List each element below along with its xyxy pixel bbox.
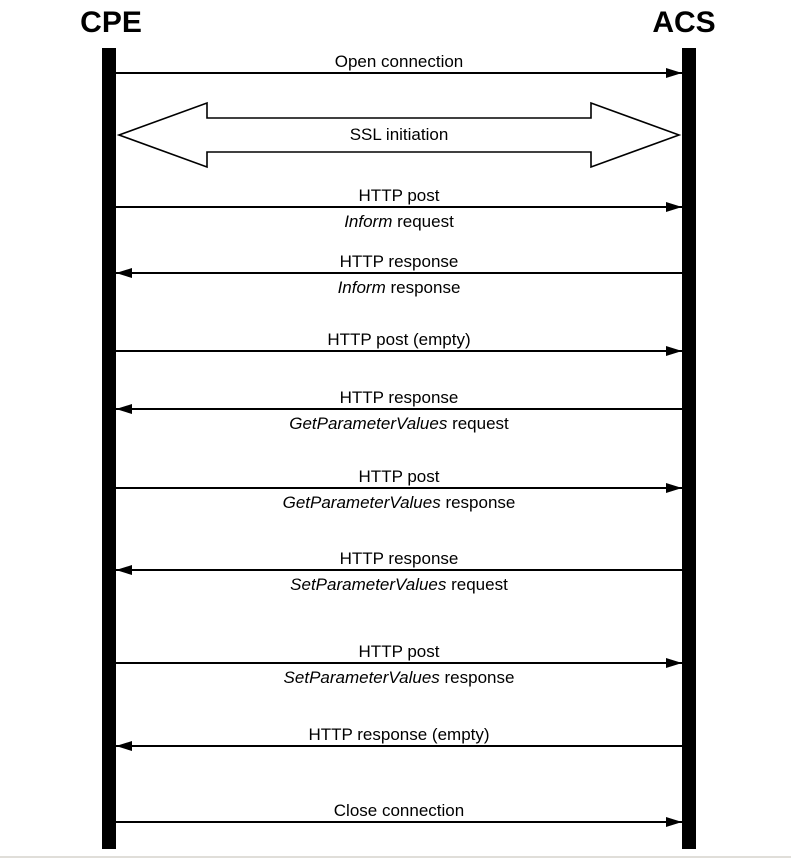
message-label: HTTP post [358,467,440,486]
arrowhead-icon [666,817,682,827]
arrowhead-icon [666,658,682,668]
double-arrow-icon [116,101,682,169]
message-line [116,272,682,274]
arrowhead-icon [116,404,132,414]
lifeline-cpe [102,48,116,849]
lifeline-acs [682,48,696,849]
message-sublabel: SetParameterValues response [283,668,515,687]
message-line [116,569,682,571]
message-label: Open connection [334,52,464,71]
arrowhead-icon [116,565,132,575]
bottom-divider [0,856,791,858]
message-label: HTTP response [339,388,459,407]
arrowhead-icon [666,346,682,356]
message-line [116,72,682,74]
message-label: Close connection [333,801,465,820]
actor-label-cpe: CPE [80,6,142,39]
message-label: HTTP post [358,642,440,661]
message-line [116,350,682,352]
arrowhead-icon [116,741,132,751]
message-line [116,206,682,208]
double-arrow-label: SSL initiation [349,125,449,144]
message-sublabel: GetParameterValues response [282,493,516,512]
actor-label-acs: ACS [652,6,716,39]
message-label: HTTP post (empty) [327,330,471,349]
arrowhead-icon [666,202,682,212]
message-sublabel: Inform response [337,278,461,297]
message-label: HTTP response [339,252,459,271]
arrowhead-icon [116,268,132,278]
message-sublabel: SetParameterValues request [290,575,508,594]
message-line [116,662,682,664]
message-line [116,745,682,747]
message-sublabel: Inform request [344,212,454,231]
arrowhead-icon [666,68,682,78]
arrowhead-icon [666,483,682,493]
message-line [116,487,682,489]
message-label: HTTP response (empty) [308,725,490,744]
message-label: HTTP response [339,549,459,568]
message-line [116,821,682,823]
message-label: HTTP post [358,186,440,205]
message-line [116,408,682,410]
message-sublabel: GetParameterValues request [289,414,509,433]
